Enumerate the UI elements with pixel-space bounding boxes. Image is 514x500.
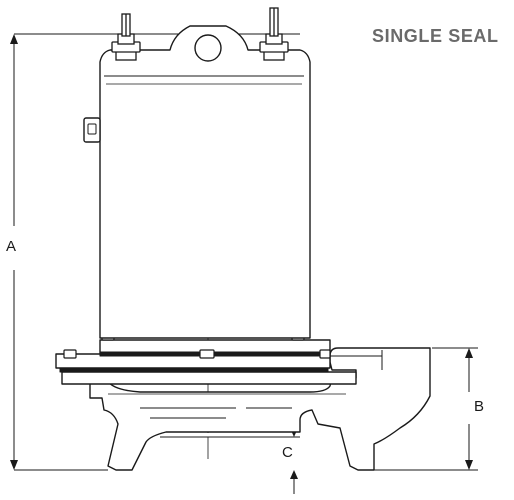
pump-flange-lower bbox=[61, 371, 357, 385]
dimension-a-label: A bbox=[6, 238, 17, 255]
pump-body bbox=[55, 25, 431, 471]
dimension-b bbox=[372, 347, 478, 471]
dimension-a bbox=[10, 33, 300, 471]
motor-housing bbox=[99, 25, 311, 339]
diagram-title: SINGLE SEAL bbox=[372, 26, 499, 46]
cable-fitting-right bbox=[259, 7, 289, 61]
lifting-eye bbox=[194, 34, 222, 62]
dimension-c-label: C bbox=[282, 444, 293, 461]
cable-fitting-left bbox=[111, 13, 141, 61]
dimension-b-label: B bbox=[474, 398, 485, 415]
